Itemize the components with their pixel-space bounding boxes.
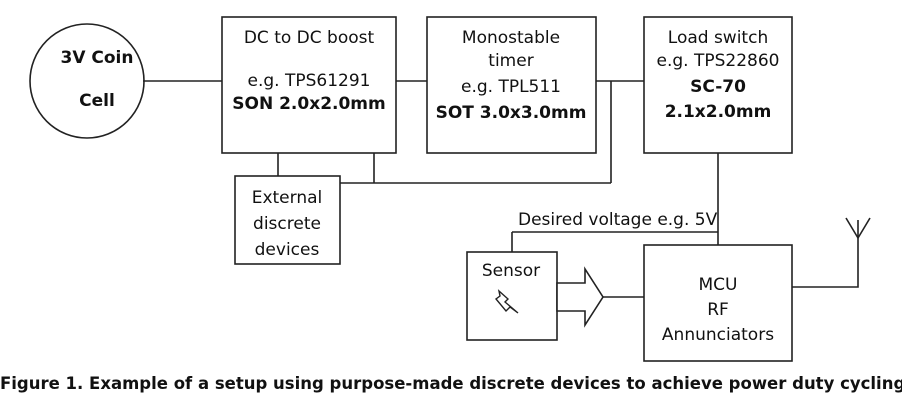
external-devices-block	[234, 175, 341, 265]
voltage-label: Desired voltage e.g. 5V	[518, 210, 718, 230]
external-label-1: External	[252, 188, 323, 208]
load-switch-block	[643, 16, 793, 154]
signal-arrow	[556, 266, 604, 328]
timer-title-1: Monostable	[462, 28, 560, 48]
antenna-icon	[845, 217, 871, 240]
timer-part: e.g. TPL511	[461, 77, 561, 97]
coin-cell-label-2: Cell	[79, 91, 115, 111]
figure-caption: Figure 1. Example of a setup using purpo…	[0, 374, 902, 393]
boost-package: SON 2.0x2.0mm	[232, 94, 385, 114]
lightning-icon	[494, 289, 519, 314]
mcu-label-1: MCU	[699, 275, 738, 295]
sensor-label: Sensor	[482, 261, 540, 281]
boost-title: DC to DC boost	[244, 28, 375, 48]
coin-cell-label-1: 3V Coin	[61, 48, 134, 68]
switch-package-2: 2.1x2.0mm	[665, 102, 772, 122]
switch-package-1: SC-70	[690, 77, 746, 97]
wire-mcu-to-antenna	[792, 220, 859, 288]
boost-part: e.g. TPS61291	[248, 71, 371, 91]
external-label-3: devices	[255, 240, 320, 260]
switch-part: e.g. TPS22860	[657, 51, 780, 71]
coin-cell-block	[29, 23, 145, 139]
mcu-label-2: RF	[707, 300, 729, 320]
switch-title: Load switch	[668, 28, 768, 48]
external-label-2: discrete	[253, 214, 321, 234]
timer-title-2: timer	[488, 51, 533, 71]
mcu-block	[643, 244, 793, 362]
mcu-label-3: Annunciators	[662, 325, 774, 345]
timer-package: SOT 3.0x3.0mm	[436, 103, 587, 123]
monostable-timer-block	[426, 16, 597, 154]
dc-dc-boost-block	[221, 16, 397, 154]
block-diagram: 3V Coin Cell DC to DC boost e.g. TPS6129…	[29, 16, 871, 362]
